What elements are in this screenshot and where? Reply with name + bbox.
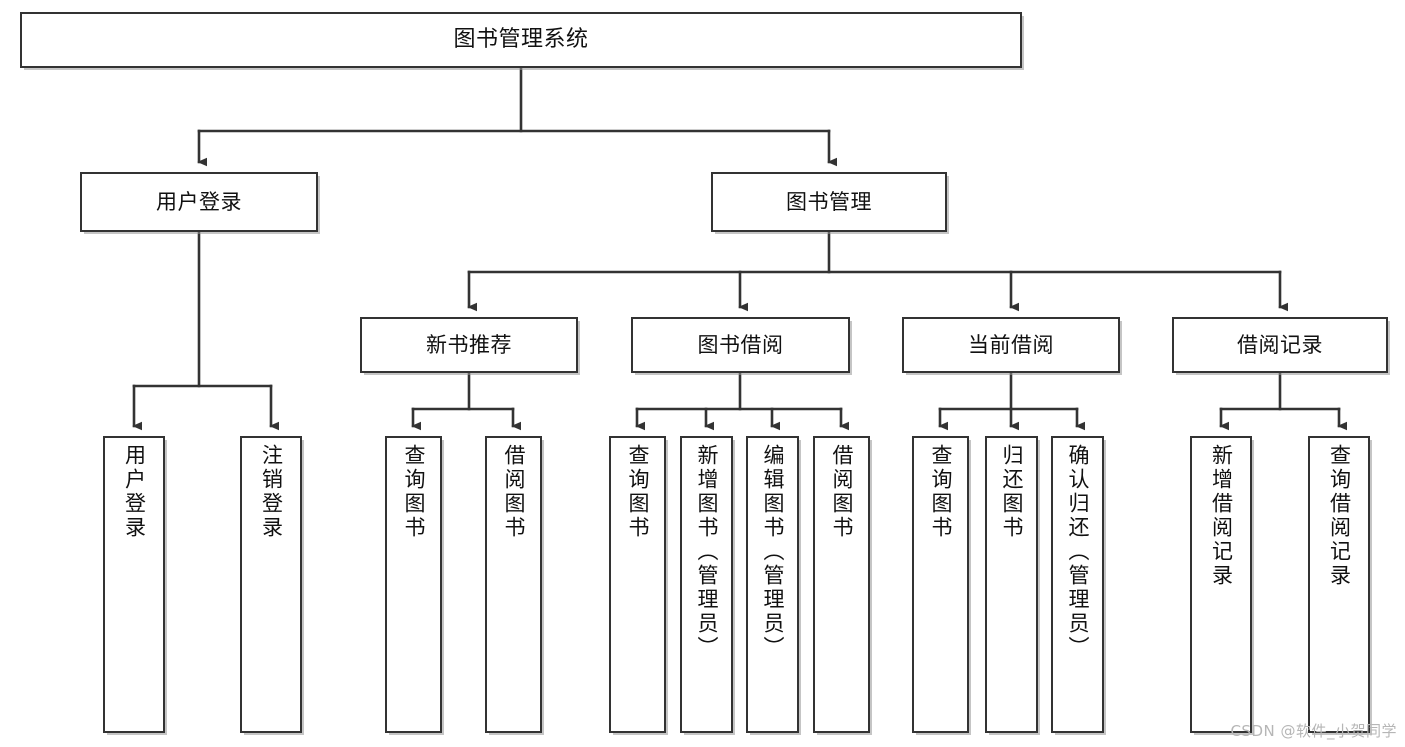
node-leaf-logout-label: 注销登录 xyxy=(259,444,284,540)
node-current-borrow-label: 当前借阅 xyxy=(968,332,1054,357)
node-leaf-add-book-admin[interactable]: 新增图书（管理员） xyxy=(680,436,733,733)
node-leaf-query-book[interactable]: 查询图书 xyxy=(609,436,666,733)
node-leaf-borrow-book-label: 借阅图书 xyxy=(830,444,854,540)
node-leaf-query-book-rec-label: 查询图书 xyxy=(402,444,426,540)
node-leaf-query-book-cur[interactable]: 查询图书 xyxy=(912,436,969,733)
node-leaf-edit-book-admin[interactable]: 编辑图书（管理员） xyxy=(746,436,799,733)
node-leaf-query-record[interactable]: 查询借阅记录 xyxy=(1308,436,1370,733)
node-leaf-confirm-return-label: 确认归还（管理员） xyxy=(1066,444,1090,660)
node-leaf-return-book[interactable]: 归还图书 xyxy=(985,436,1038,733)
node-book-management[interactable]: 图书管理 xyxy=(711,172,947,232)
node-borrow-record-label: 借阅记录 xyxy=(1237,332,1323,357)
node-book-management-label: 图书管理 xyxy=(786,189,872,214)
node-book-borrow[interactable]: 图书借阅 xyxy=(631,317,850,373)
node-new-book-recommend[interactable]: 新书推荐 xyxy=(360,317,578,373)
node-leaf-query-book-label: 查询图书 xyxy=(626,444,650,540)
node-leaf-confirm-return[interactable]: 确认归还（管理员） xyxy=(1051,436,1104,733)
node-current-borrow[interactable]: 当前借阅 xyxy=(902,317,1120,373)
node-root[interactable]: 图书管理系统 xyxy=(20,12,1022,68)
node-leaf-return-book-label: 归还图书 xyxy=(1000,444,1024,540)
node-leaf-user-login-label: 用户登录 xyxy=(122,444,147,540)
node-leaf-borrow-book-rec-label: 借阅图书 xyxy=(502,444,526,540)
node-leaf-user-login[interactable]: 用户登录 xyxy=(103,436,165,733)
node-user-login-label: 用户登录 xyxy=(156,189,242,214)
node-leaf-logout[interactable]: 注销登录 xyxy=(240,436,302,733)
node-leaf-query-book-rec[interactable]: 查询图书 xyxy=(385,436,442,733)
node-user-login[interactable]: 用户登录 xyxy=(80,172,318,232)
node-root-label: 图书管理系统 xyxy=(453,27,589,53)
node-borrow-record[interactable]: 借阅记录 xyxy=(1172,317,1388,373)
node-leaf-add-record-label: 新增借阅记录 xyxy=(1209,444,1234,588)
node-leaf-borrow-book[interactable]: 借阅图书 xyxy=(813,436,870,733)
node-leaf-add-book-admin-label: 新增图书（管理员） xyxy=(695,444,719,660)
node-leaf-edit-book-admin-label: 编辑图书（管理员） xyxy=(761,444,785,660)
node-book-borrow-label: 图书借阅 xyxy=(697,332,784,357)
node-leaf-query-book-cur-label: 查询图书 xyxy=(929,444,953,540)
node-leaf-query-record-label: 查询借阅记录 xyxy=(1327,444,1352,588)
node-leaf-borrow-book-rec[interactable]: 借阅图书 xyxy=(485,436,542,733)
node-new-book-recommend-label: 新书推荐 xyxy=(426,332,512,357)
node-leaf-add-record[interactable]: 新增借阅记录 xyxy=(1190,436,1252,733)
